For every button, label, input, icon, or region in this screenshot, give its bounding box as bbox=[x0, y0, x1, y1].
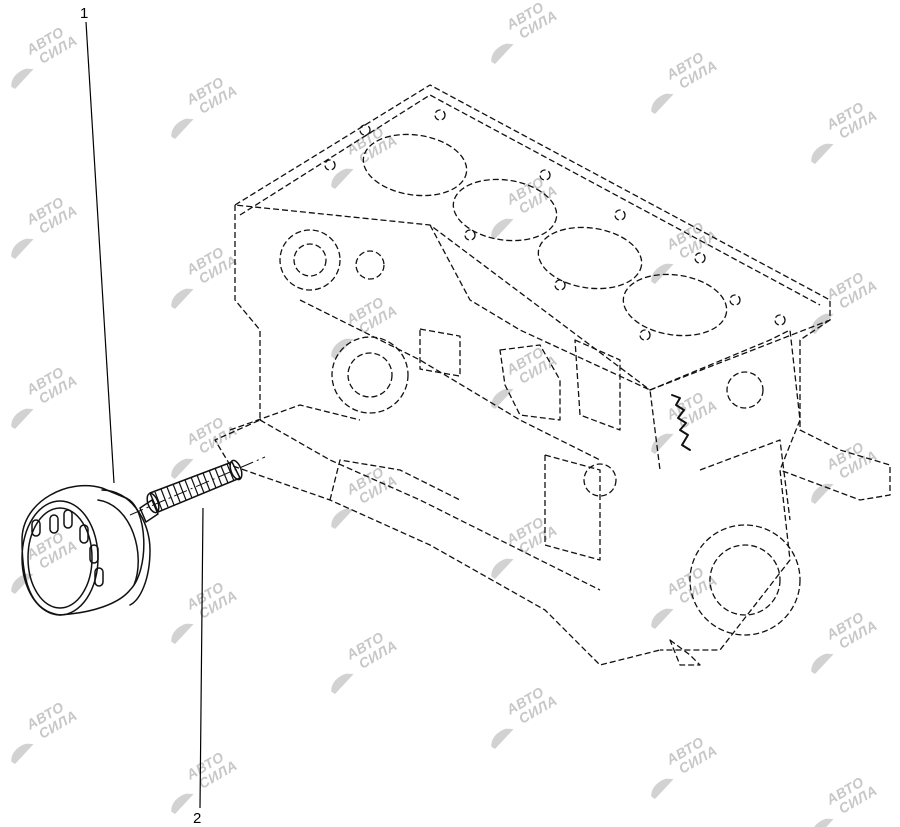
watermark-car-icon bbox=[331, 673, 354, 695]
oil-filter bbox=[21, 484, 151, 616]
engine-block-outline bbox=[214, 84, 891, 666]
watermark-car-icon bbox=[491, 388, 514, 410]
watermark-car-icon bbox=[811, 143, 834, 165]
watermark-car-icon bbox=[11, 408, 34, 430]
watermark-car-icon bbox=[491, 728, 514, 750]
watermark-car-icon bbox=[651, 778, 674, 800]
watermark-car-icon bbox=[811, 818, 834, 827]
watermark-car-icon bbox=[651, 433, 674, 455]
callout-1: 1 bbox=[80, 5, 88, 22]
watermark-car-icon bbox=[811, 313, 834, 335]
watermark-car-icon bbox=[651, 608, 674, 630]
watermark-car-icon bbox=[11, 573, 34, 595]
watermark-car-icon bbox=[491, 43, 514, 65]
watermark-car-icon bbox=[651, 263, 674, 285]
watermark-car-icon bbox=[171, 288, 194, 310]
watermark-car-icon bbox=[331, 508, 354, 530]
watermark-car-icon bbox=[491, 218, 514, 240]
watermark-car-icon bbox=[331, 338, 354, 360]
watermark-car-icon bbox=[11, 743, 34, 765]
callout-leader-1 bbox=[85, 21, 115, 484]
watermark-car-icon bbox=[11, 68, 34, 90]
watermark-car-icon bbox=[811, 653, 834, 675]
callout-leader-2 bbox=[199, 507, 204, 809]
watermark-car-icon bbox=[11, 238, 34, 260]
watermark-car-icon bbox=[171, 793, 194, 815]
watermark-car-icon bbox=[171, 458, 194, 480]
watermark-car-icon bbox=[331, 168, 354, 190]
watermark-car-icon bbox=[811, 483, 834, 505]
vent-grid bbox=[419, 328, 461, 377]
watermark-car-icon bbox=[171, 623, 194, 645]
assembly-axis bbox=[129, 456, 266, 516]
watermark-car-icon bbox=[491, 558, 514, 580]
callout-2: 2 bbox=[193, 810, 201, 827]
watermark-car-icon bbox=[171, 118, 194, 140]
oil-filter-fitting bbox=[139, 459, 243, 523]
watermark-car-icon bbox=[651, 93, 674, 115]
